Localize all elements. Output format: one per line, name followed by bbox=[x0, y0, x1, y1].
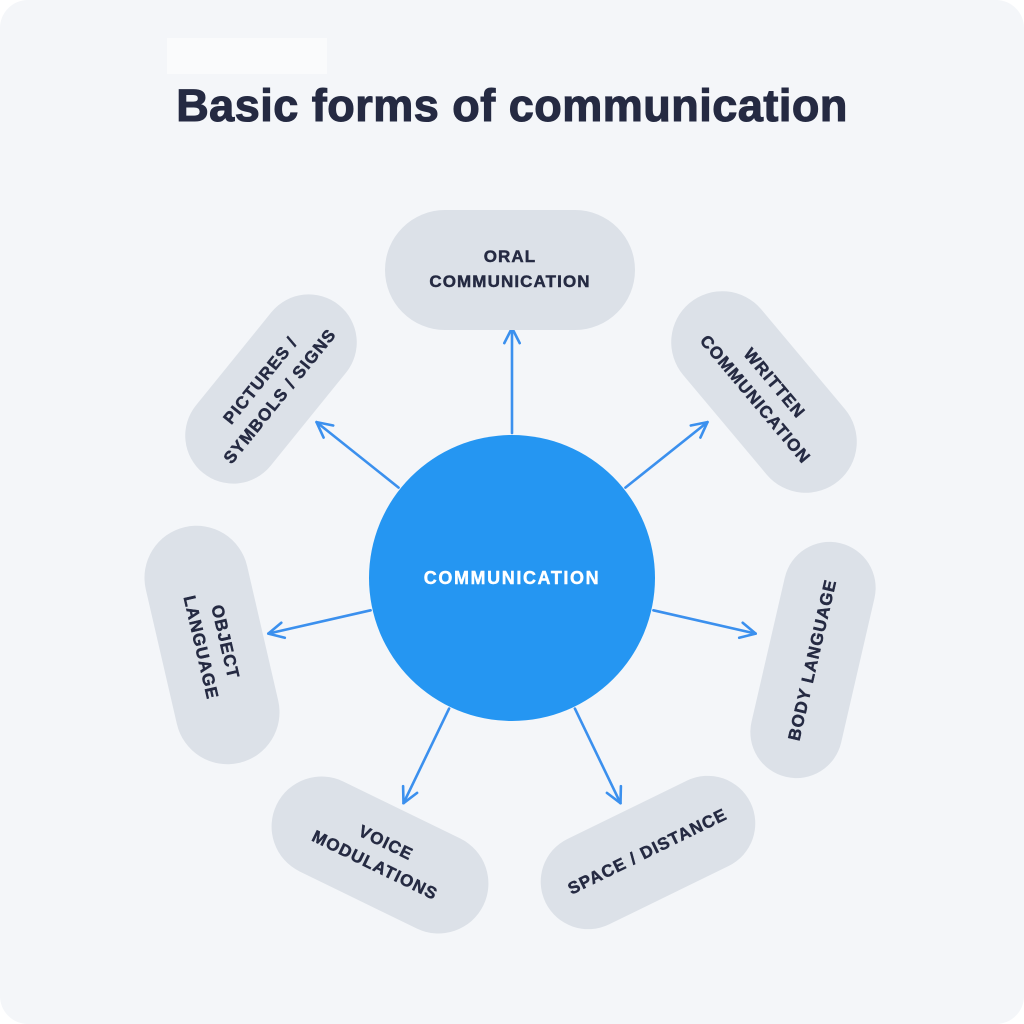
center-node-label: COMMUNICATION bbox=[423, 567, 601, 588]
arrow-oral-communication bbox=[503, 326, 521, 435]
arrow-voice-modulations bbox=[401, 707, 451, 805]
node-label-line: BODY LANGUAGE bbox=[784, 577, 841, 743]
node-label: BODY LANGUAGE bbox=[782, 577, 843, 743]
arrow-object-language bbox=[266, 608, 372, 640]
arrow-written-communication bbox=[624, 420, 709, 489]
arrow-pictures-symbols-signs bbox=[315, 420, 400, 489]
center-node: COMMUNICATION bbox=[369, 435, 655, 721]
node-label-line: COMMUNICATION bbox=[429, 272, 591, 291]
node-label-line: ORAL bbox=[483, 247, 537, 267]
node-pill-oral-communication: ORAL COMMUNICATION bbox=[385, 210, 635, 330]
arrow-body-language bbox=[652, 608, 758, 640]
node-label: ORAL COMMUNICATION bbox=[429, 245, 590, 294]
arrow-space-distance bbox=[573, 707, 623, 805]
diagram-title: Basic forms of communication bbox=[176, 79, 848, 131]
watermark-remnant bbox=[167, 38, 327, 74]
